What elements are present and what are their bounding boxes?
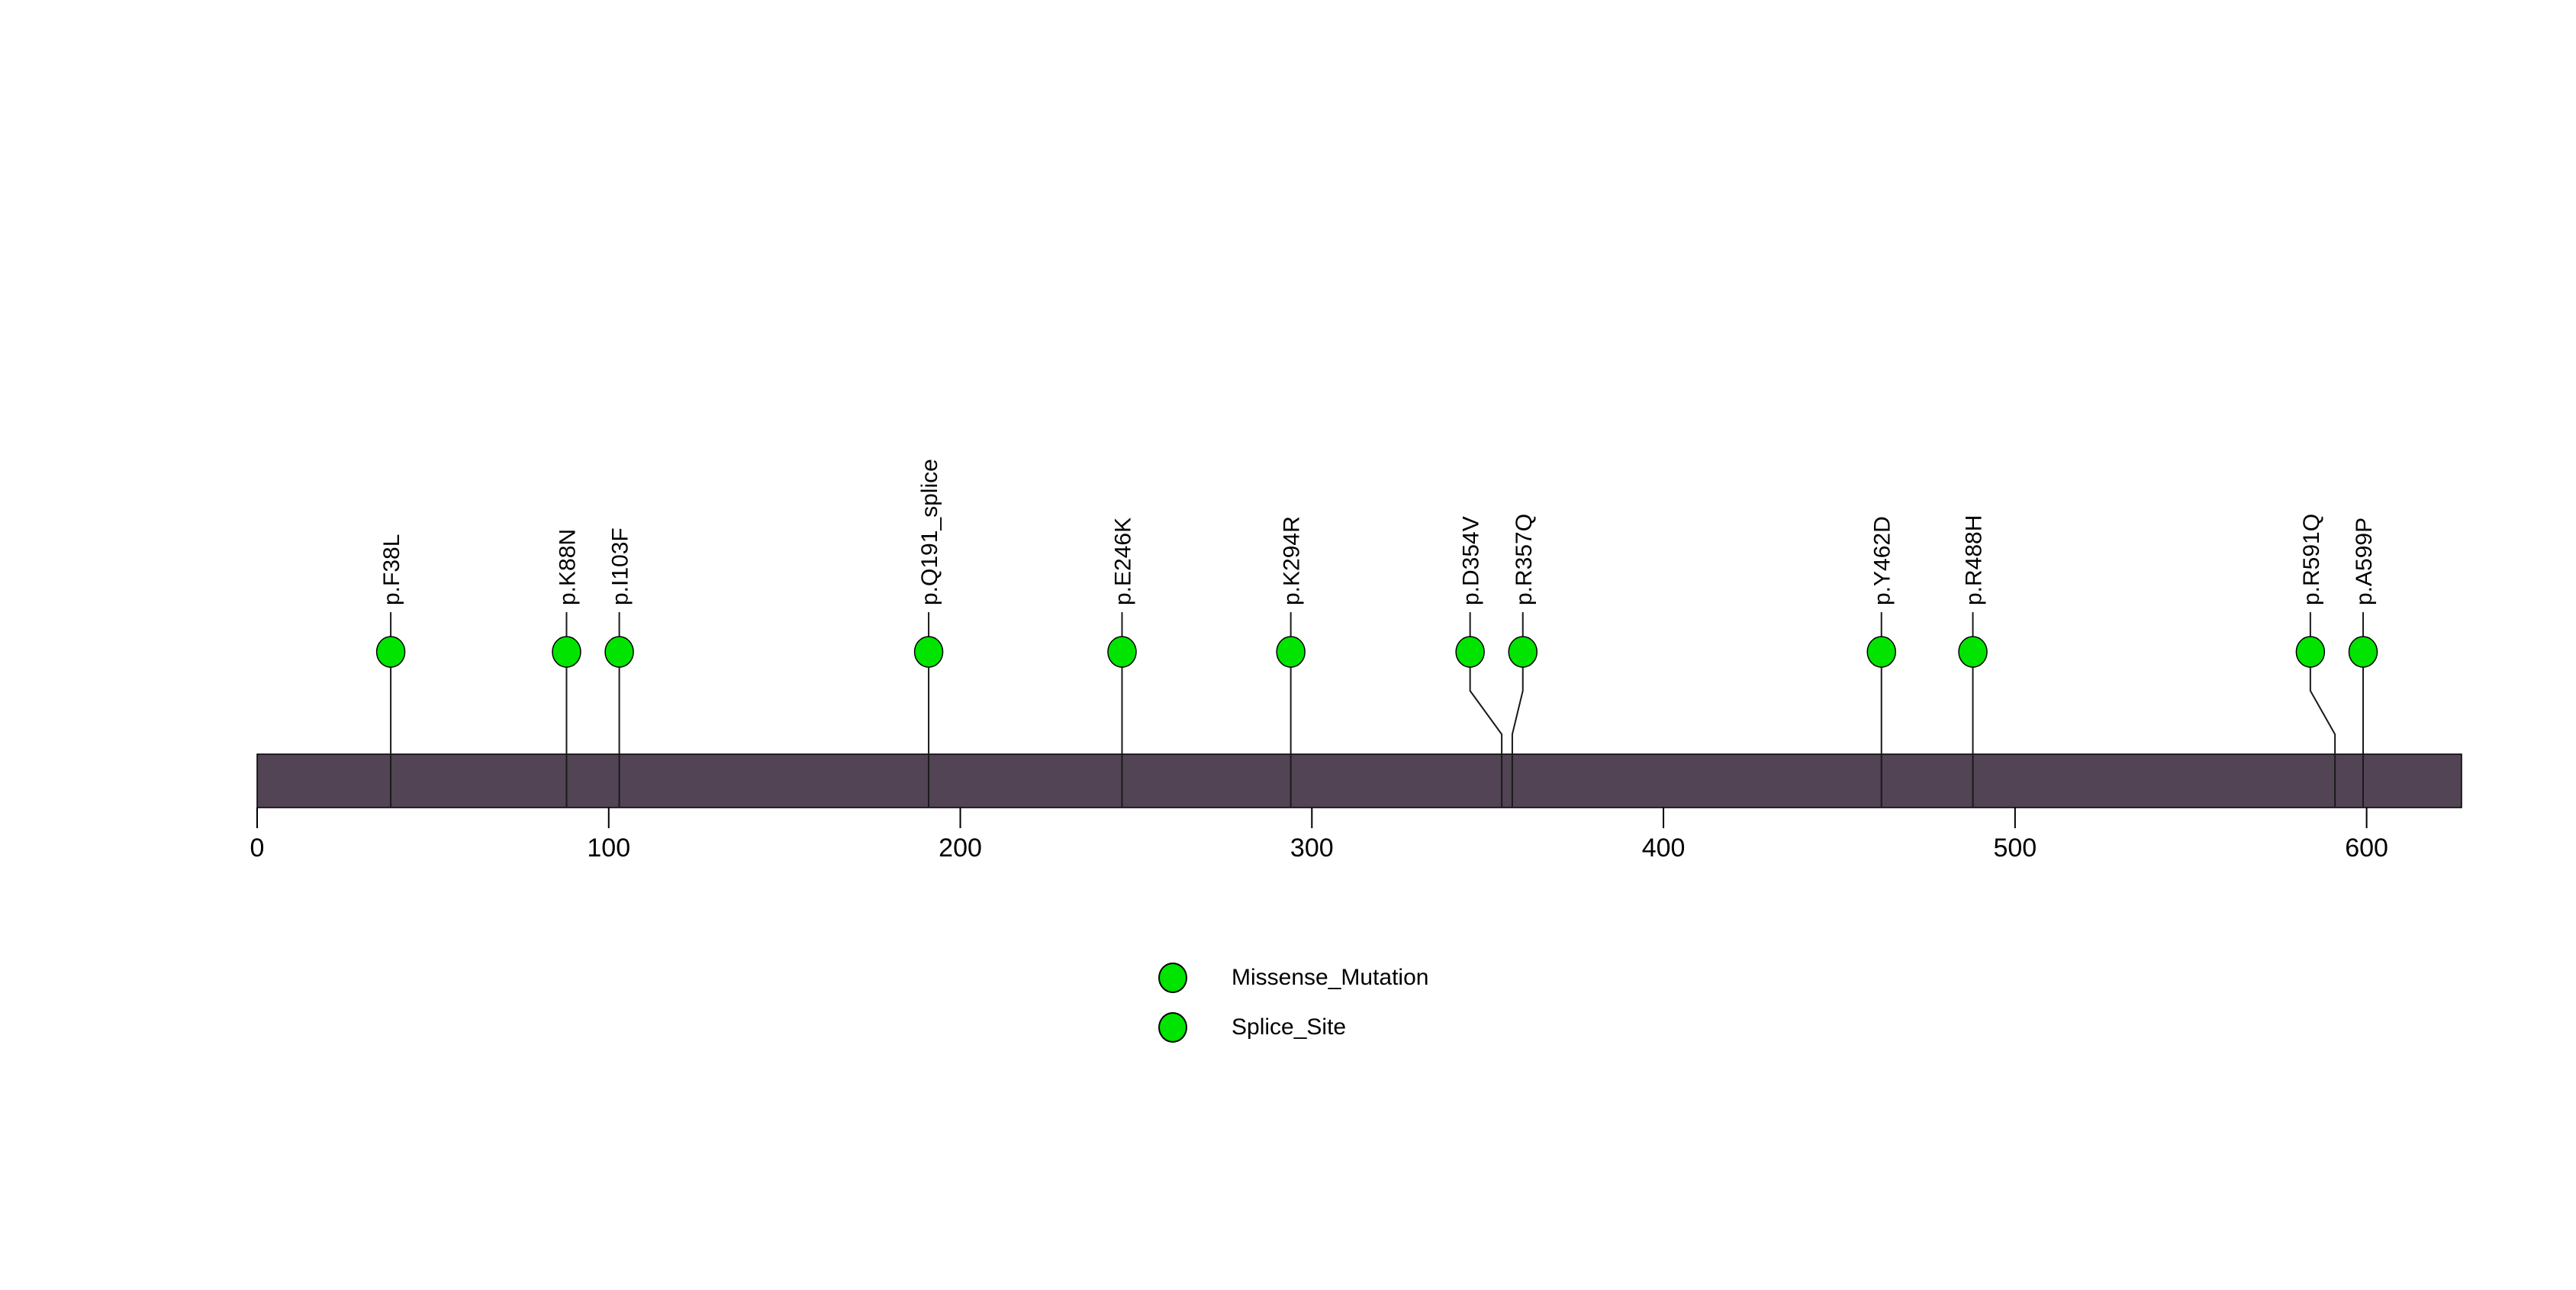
protein-domain-bar bbox=[256, 753, 2462, 808]
mutation-circle-missense_mutation[interactable] bbox=[604, 636, 634, 668]
mutation-label: p.E246K bbox=[1110, 518, 1135, 605]
mutation-label: p.K294R bbox=[1280, 516, 1305, 605]
axis-tick-label: 100 bbox=[587, 834, 630, 863]
legend-label-splice: Splice_Site bbox=[1232, 1014, 1347, 1040]
axis-tick-label: 200 bbox=[939, 834, 982, 863]
mutation-label: p.R591Q bbox=[2299, 514, 2324, 605]
mutation-label: p.K88N bbox=[555, 529, 580, 605]
mutation-label: p.F38L bbox=[379, 534, 404, 605]
axis-tick-label: 0 bbox=[250, 834, 265, 863]
mutation-label: p.D354V bbox=[1459, 516, 1484, 605]
mutation-circle-missense_mutation[interactable] bbox=[1866, 636, 1896, 668]
missense-legend-circle-icon bbox=[1158, 962, 1187, 993]
axis-tick-label: 500 bbox=[1993, 834, 2037, 863]
mutation-label: p.R488H bbox=[1962, 515, 1987, 605]
mutation-circle-missense_mutation[interactable] bbox=[552, 636, 581, 668]
legend-item-splice: Splice_Site bbox=[1158, 1002, 1428, 1052]
mutation-circle-missense_mutation[interactable] bbox=[1508, 636, 1538, 668]
mutation-circle-splice_site[interactable] bbox=[913, 636, 944, 668]
mutation-label: p.Y462D bbox=[1870, 516, 1895, 605]
axis-tick-label: 400 bbox=[1642, 834, 1686, 863]
axis-tick-label: 600 bbox=[2345, 834, 2388, 863]
legend: Missense_Mutation Splice_Site bbox=[1158, 953, 1428, 1052]
mutation-circle-missense_mutation[interactable] bbox=[1958, 636, 1988, 668]
mutation-circle-missense_mutation[interactable] bbox=[1107, 636, 1137, 668]
mutation-circle-missense_mutation[interactable] bbox=[375, 636, 406, 668]
legend-item-missense: Missense_Mutation bbox=[1158, 953, 1428, 1002]
legend-label-missense: Missense_Mutation bbox=[1232, 964, 1429, 990]
mutation-circle-missense_mutation[interactable] bbox=[1276, 636, 1306, 668]
mutation-label: p.I103F bbox=[608, 527, 633, 605]
splice-legend-circle-icon bbox=[1158, 1011, 1187, 1043]
axis-tick-label: 300 bbox=[1290, 834, 1334, 863]
mutation-circle-missense_mutation[interactable] bbox=[2295, 636, 2326, 668]
mutation-circle-missense_mutation[interactable] bbox=[2348, 636, 2378, 668]
mutation-label: p.Q191_splice bbox=[917, 459, 942, 605]
mutation-label: p.A599P bbox=[2352, 518, 2377, 605]
mutation-circle-missense_mutation[interactable] bbox=[1455, 636, 1485, 668]
mutation-label: p.R357Q bbox=[1512, 514, 1537, 605]
